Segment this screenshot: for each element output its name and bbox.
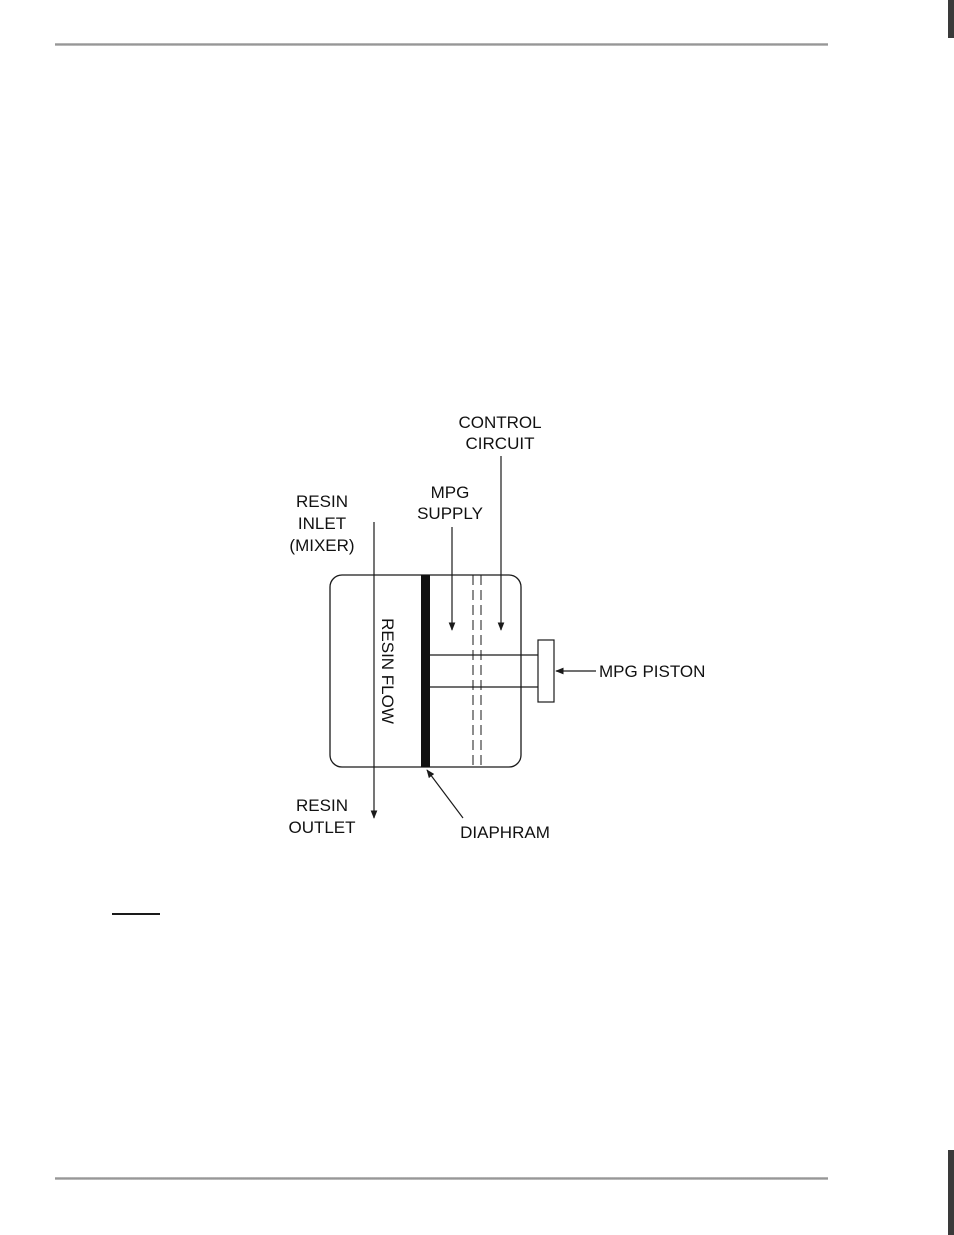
control-circuit-label-line1: CONTROL	[458, 413, 541, 432]
page-edge-shadow-bottom	[948, 1150, 954, 1235]
resin-flow-label: RESIN FLOW	[378, 618, 397, 724]
mpg-piston-label: MPG PISTON	[599, 662, 705, 681]
resin-outlet-label-line2: OUTLET	[288, 818, 355, 837]
mpg-supply-label-line1: MPG	[431, 483, 470, 502]
footer-rule	[55, 1177, 828, 1180]
diaphragm-bar	[421, 575, 430, 767]
resin-outlet-label-line1: RESIN	[296, 796, 348, 815]
piston-head	[537, 639, 555, 703]
resin-inlet-label-line1: RESIN	[296, 492, 348, 511]
header-rule	[55, 43, 828, 46]
mpg-supply-label-line2: SUPPLY	[417, 504, 483, 523]
resin-inlet-label-line2: INLET	[298, 514, 346, 533]
page-edge-shadow-top	[948, 0, 954, 38]
note-heading-underline	[112, 913, 160, 915]
diaphram-leader-arrow	[426, 769, 464, 819]
control-circuit-label-line2: CIRCUIT	[466, 434, 535, 453]
resin-inlet-label-line3: (MIXER)	[289, 536, 354, 555]
diaphram-label: DIAPHRAM	[460, 823, 550, 842]
